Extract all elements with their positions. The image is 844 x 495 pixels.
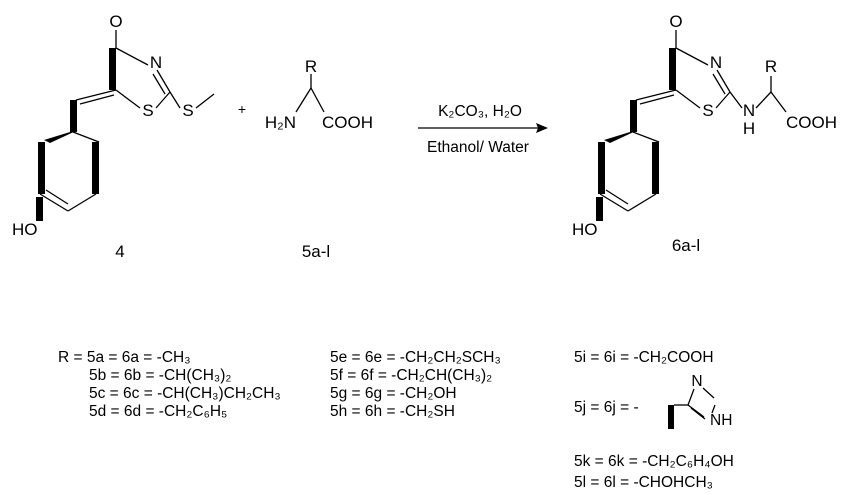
product-nitrogen-label: N: [710, 53, 722, 72]
product-r-group: R: [765, 57, 777, 76]
compound-label-6a-l: 6a-l: [672, 236, 700, 255]
imidazole-n-label: N: [691, 373, 702, 390]
legend-5b: 5b = 6b = -CH(CH₃)₂: [89, 367, 231, 384]
legend-5c: 5c = 6c = -CH(CH₃)CH₂CH₃: [89, 385, 281, 402]
product-sulfur-label: S: [702, 101, 713, 120]
hydroxyl-label: HO: [12, 220, 38, 239]
legend-5g: 5g = 6g = -CH₂OH: [330, 385, 457, 402]
legend-5a: R = 5a = 6a = -CH₃: [58, 349, 191, 366]
legend-5f: 5f = 6f = -CH₂CH(CH₃)₂: [330, 367, 492, 384]
amino-acid-r-group: R: [305, 57, 317, 76]
compound-label-5a-l: 5a-l: [302, 242, 330, 261]
legend-5h: 5h = 6h = -CH₂SH: [330, 403, 455, 420]
oxygen-label: O: [109, 12, 122, 31]
product-amine-h-label: H: [743, 119, 755, 138]
imidazole-structure: N NH: [668, 373, 732, 429]
nitrogen-label: N: [150, 53, 162, 72]
plus-sign: +: [238, 101, 246, 117]
legend-5d: 5d = 6d = -CH₂C₆H₅: [89, 403, 227, 420]
amino-acid-5: R H₂N COOH 5a-l: [265, 57, 373, 261]
carboxyl-label: COOH: [322, 113, 373, 132]
product-oxygen-label: O: [669, 12, 682, 31]
substituent-legend: R = 5a = 6a = -CH₃ 5b = 6b = -CH(CH₃)₂ 5…: [58, 349, 734, 491]
legend-5e: 5e = 6e = -CH₂CH₂SCH₃: [330, 349, 501, 366]
product-6: O N S N H R COOH HO 6a-l: [572, 12, 837, 255]
solvent-label: Ethanol/ Water: [427, 139, 529, 156]
reagents-label: K₂CO₃, H₂O: [438, 103, 522, 120]
ring-sulfur-label: S: [142, 101, 153, 120]
compound-label-4: 4: [115, 242, 124, 261]
reactant-thiazolone-4: O N S S HO 4: [12, 12, 215, 261]
imidazole-nh-label: NH: [710, 412, 732, 429]
legend-5l: 5l = 6l = -CHOHCH₃: [574, 474, 713, 491]
legend-5i: 5i = 6i = -CH₂COOH: [574, 349, 714, 366]
product-carboxyl-label: COOH: [786, 113, 837, 132]
thioether-sulfur-label: S: [182, 101, 193, 120]
product-hydroxyl-label: HO: [572, 220, 598, 239]
amine-label: H₂N: [265, 113, 296, 132]
reaction-arrow: K₂CO₃, H₂O Ethanol/ Water: [418, 103, 548, 156]
product-amine-n-label: N: [743, 101, 755, 120]
legend-5j: 5j = 6j = -: [574, 399, 639, 416]
legend-5k: 5k = 6k = -CH₂C₆H₄OH: [574, 453, 734, 470]
